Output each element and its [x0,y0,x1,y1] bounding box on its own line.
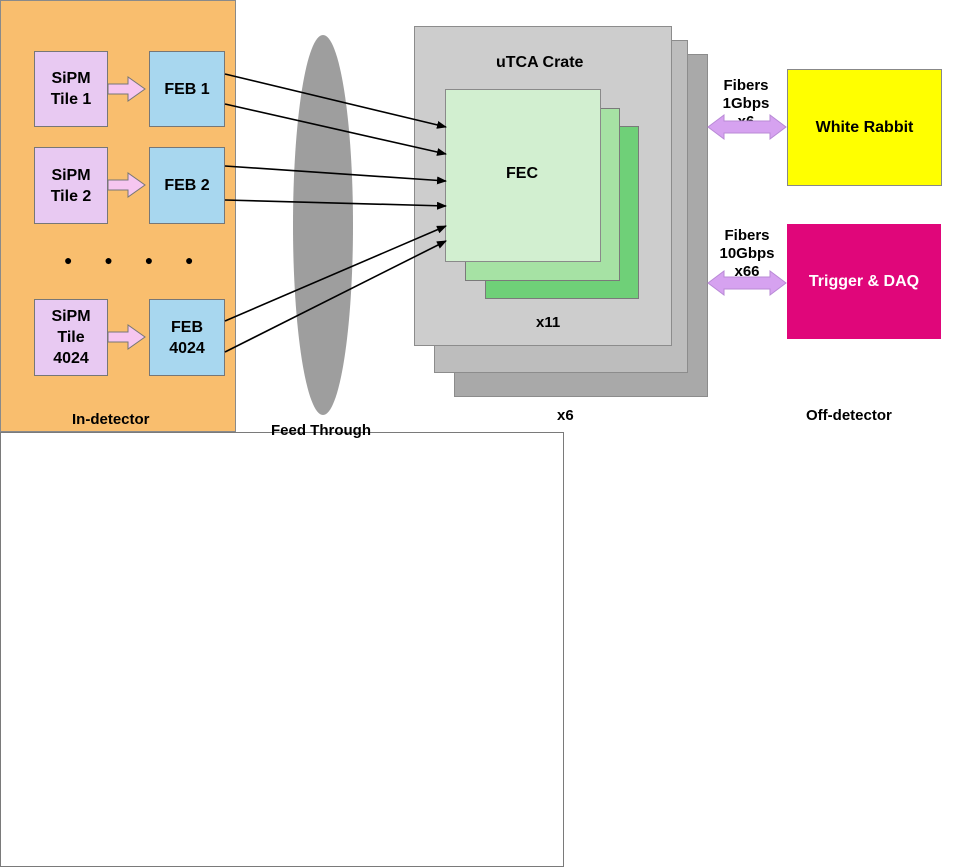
connections-overlay [107,35,787,415]
sipm-feb-arrow-2 [107,172,146,198]
link-feb4024-a [224,225,447,322]
feb-1: FEB 1 [149,51,225,127]
white-rabbit-box: White Rabbit [787,69,942,186]
white-rabbit-fiber-arrow [707,114,787,140]
fec-multiplier: x11 [536,314,561,331]
link-feb1-a [224,73,447,129]
ellipsis-dots: ● ● ● ● [64,252,208,268]
sipm-feb-arrow-1 [107,76,146,102]
feb-2: FEB 2 [149,147,225,224]
trigger-daq-box: Trigger & DAQ [787,224,941,339]
in-detector-label: In-detector [72,411,150,428]
off-detector-label: Off-detector [806,407,892,424]
feb-4024: FEB 4024 [149,299,225,376]
crate-title: uTCA Crate [496,54,584,71]
off-detector-panel [0,432,564,867]
link-feb2-b [224,199,447,210]
trigger-daq-fiber-arrow [707,270,787,296]
crate-multiplier: x6 [557,407,574,424]
feed-through-label: Feed Through [271,422,371,439]
link-feb2-a [224,165,447,185]
sipm-tile-4024: SiPM Tile 4024 [34,299,108,376]
sipm-feb-arrow-4024 [107,324,146,350]
fec-front [445,89,601,262]
fec-label: FEC [506,165,538,182]
link-feb4024-b [224,240,447,353]
sipm-tile-2: SiPM Tile 2 [34,147,108,224]
sipm-tile-1: SiPM Tile 1 [34,51,108,127]
trigger-daq-fiber-label: Fibers 10Gbps x66 [719,227,775,280]
link-feb1-b [224,103,447,156]
